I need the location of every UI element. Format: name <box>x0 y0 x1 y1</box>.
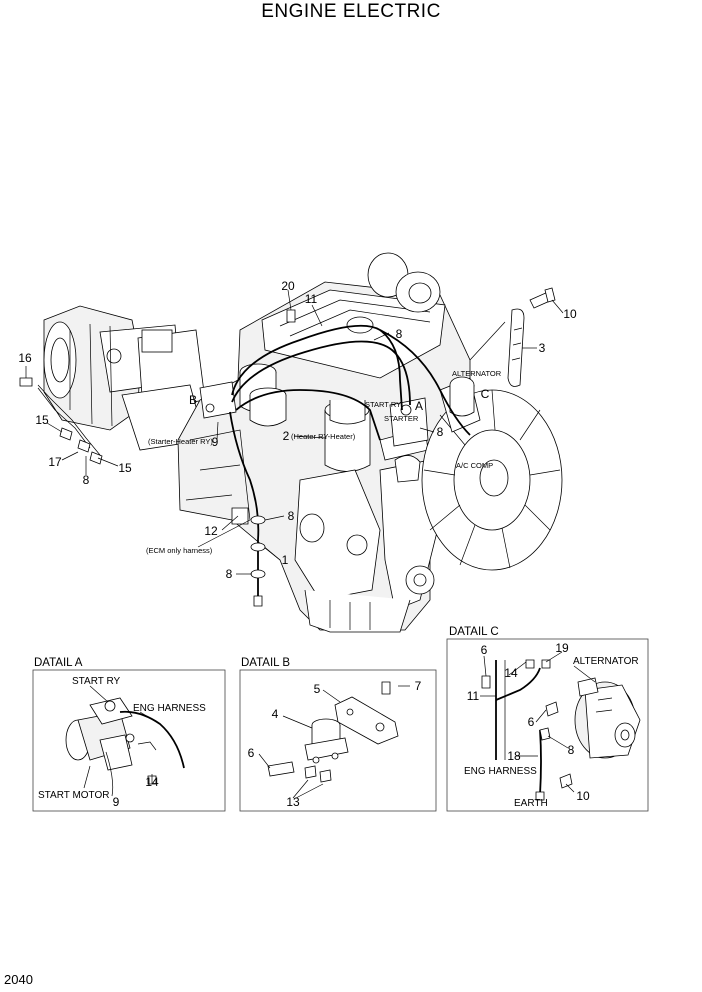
engine-block <box>177 252 471 633</box>
detail-b-relay <box>304 718 349 764</box>
detail-b-callout-7: 7 <box>415 679 422 693</box>
detail-c-callout-10: 10 <box>576 789 590 803</box>
label-alternator: ALTERNATOR <box>452 369 502 378</box>
detail-b-bracket <box>334 696 399 745</box>
label-start-ry: START RY <box>365 400 401 409</box>
page-number: 2040 <box>4 972 33 987</box>
callout-10: 10 <box>563 307 577 321</box>
callout-12: 12 <box>204 524 218 538</box>
detail-b-callout-4: 4 <box>272 707 279 721</box>
label-starter: STARTER <box>384 414 419 423</box>
engine-relay-b <box>199 381 237 419</box>
page-title: ENGINE ELECTRIC <box>261 1 441 22</box>
callout-16: 16 <box>18 351 32 365</box>
callout-8-bottom: 8 <box>226 567 233 581</box>
callout-8-mid: 8 <box>288 509 295 523</box>
callout-17: 17 <box>48 455 62 469</box>
hydraulic-pump <box>43 305 206 451</box>
detail-a-title: DATAIL A <box>34 657 83 669</box>
callout-20: 20 <box>281 279 295 293</box>
detail-c: DATAIL C 6 19 ALTERNATOR 14 <box>446 626 649 812</box>
callout-8-right: 8 <box>437 425 444 439</box>
detail-a-eng-harness: ENG HARNESS <box>133 703 206 714</box>
detail-c-earth: EARTH <box>514 798 548 809</box>
label-heater-ry-heater: (Heater RY-Heater) <box>291 432 356 441</box>
detail-b-callout-13: 13 <box>286 795 300 809</box>
callout-9: 9 <box>212 435 219 449</box>
detail-b-callout-6: 6 <box>248 746 255 760</box>
callout-11: 11 <box>305 292 318 306</box>
detail-c-callout-11: 11 <box>467 689 480 703</box>
callout-15-right: 15 <box>118 461 132 475</box>
detail-c-alternator <box>574 677 641 759</box>
detail-c-callout-6-top: 6 <box>481 643 488 657</box>
label-starter-heater-ry: (Starter-Heater RY) <box>148 437 213 446</box>
detail-a-callout-14: 14 <box>145 775 159 789</box>
engine-illustration <box>19 252 563 633</box>
detail-c-callout-14: 14 <box>504 666 518 680</box>
label-ecm-only-harness: (ECM only harness) <box>146 546 213 555</box>
callout-8-left: 8 <box>83 473 90 487</box>
callout-8-top: 8 <box>396 327 403 341</box>
callout-C: C <box>481 387 490 401</box>
leader-lines <box>25 289 564 575</box>
detail-a-start-ry: START RY <box>72 676 120 687</box>
detail-a: DATAIL A START RY ENG HARNESS START MOTO… <box>32 657 226 812</box>
callout-3: 3 <box>539 341 546 355</box>
detail-c-alternator-label: ALTERNATOR <box>573 656 639 667</box>
detail-c-title: DATAIL C <box>449 626 499 638</box>
engine-alternator <box>449 376 475 417</box>
callout-1: 1 <box>282 553 289 567</box>
detail-c-callout-19: 19 <box>555 641 569 655</box>
callout-15-left: 15 <box>35 413 49 427</box>
detail-c-eng-harness: ENG HARNESS <box>464 766 537 777</box>
engine-starter <box>389 397 429 447</box>
detail-c-callout-6-mid: 6 <box>528 715 535 729</box>
detail-a-start-motor-label: START MOTOR <box>38 790 110 801</box>
detail-b: DATAIL B 5 7 4 6 13 <box>239 657 437 812</box>
detail-a-callout-9: 9 <box>113 795 120 809</box>
detail-c-frame <box>446 638 649 812</box>
callout-2: 2 <box>283 429 290 443</box>
detail-c-callout-8: 8 <box>568 743 575 757</box>
labels: (Starter-Heater RY) (Heater RY-Heater) (… <box>146 369 502 555</box>
label-ac-comp: A/C COMP <box>456 461 493 470</box>
detail-b-frame <box>239 669 437 812</box>
detail-c-callout-18: 18 <box>507 749 521 763</box>
detail-a-start-motor <box>65 697 135 771</box>
callout-A: A <box>415 399 423 413</box>
callouts: 20 11 8 10 3 16 15 17 8 15 B 9 2 A C 8 1… <box>18 279 577 581</box>
detail-b-title: DATAIL B <box>241 657 290 669</box>
detail-a-frame <box>32 669 226 812</box>
detail-b-callout-5: 5 <box>314 682 321 696</box>
callout-B: B <box>189 393 197 407</box>
